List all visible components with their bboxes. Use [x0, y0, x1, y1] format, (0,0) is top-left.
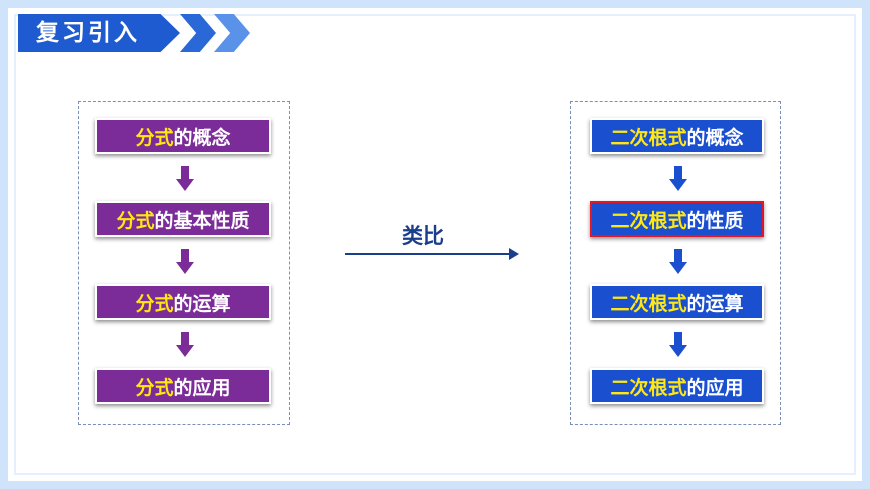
radical-concept-box[interactable]: 二次根式的概念 — [590, 118, 764, 154]
arrow-down-icon — [176, 166, 194, 192]
box-label: 的概念 — [173, 127, 231, 149]
fraction-panel: 分式的概念 分式的基本性质 分式的运算 分式的应用 — [78, 101, 290, 425]
header-title: 复习引入 — [36, 20, 140, 46]
fraction-applications-box[interactable]: 分式的应用 — [95, 368, 271, 404]
fraction-operations-box[interactable]: 分式的运算 — [95, 284, 271, 320]
fraction-concept-box[interactable]: 分式的概念 — [95, 118, 271, 154]
radical-applications-box[interactable]: 二次根式的应用 — [590, 368, 764, 404]
box-keyword: 分式 — [135, 377, 174, 399]
arrow-down-icon — [176, 249, 194, 275]
arrow-down-icon — [669, 166, 687, 192]
radical-panel: 二次根式的概念 二次根式的性质 二次根式的运算 二次根式的应用 — [570, 101, 781, 425]
arrow-right-icon — [509, 248, 519, 260]
box-label: 的基本性质 — [154, 210, 250, 232]
box-keyword: 二次根式 — [610, 127, 687, 149]
box-keyword: 分式 — [135, 127, 174, 149]
header-banner — [18, 14, 180, 52]
analogy-arrow-line — [345, 253, 511, 255]
arrow-down-icon — [669, 249, 687, 275]
box-label: 的运算 — [173, 293, 231, 315]
box-label: 的运算 — [686, 293, 744, 315]
box-label: 的概念 — [686, 127, 744, 149]
box-keyword: 分式 — [135, 293, 174, 315]
box-label: 的应用 — [173, 377, 231, 399]
slide-frame-inner — [14, 14, 856, 475]
box-keyword: 二次根式 — [610, 377, 687, 399]
arrow-down-icon — [669, 332, 687, 358]
box-keyword: 分式 — [116, 210, 155, 232]
radical-properties-box[interactable]: 二次根式的性质 — [590, 201, 764, 237]
box-keyword: 二次根式 — [610, 293, 687, 315]
arrow-down-icon — [176, 332, 194, 358]
box-label: 的性质 — [686, 210, 744, 232]
box-label: 的应用 — [686, 377, 744, 399]
analogy-label: 类比 — [402, 224, 444, 248]
fraction-properties-box[interactable]: 分式的基本性质 — [95, 201, 271, 237]
radical-operations-box[interactable]: 二次根式的运算 — [590, 284, 764, 320]
box-keyword: 二次根式 — [610, 210, 687, 232]
